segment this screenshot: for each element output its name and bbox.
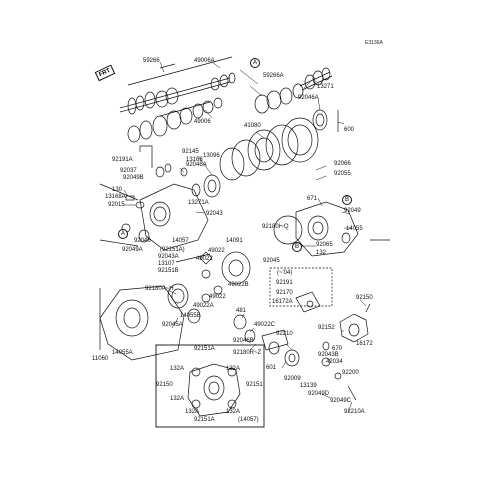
front-drive-shaft-right — [254, 67, 339, 132]
part-label: 13096 — [203, 153, 220, 159]
part-label: 92043A — [158, 254, 179, 260]
part-label: 92049B — [123, 175, 144, 181]
part-label: 671 — [307, 196, 318, 202]
part-label: 14055B — [180, 313, 201, 319]
part-label: 13271A — [188, 200, 209, 206]
reference-marker-b: B — [292, 242, 302, 252]
part-label: 92170 — [276, 290, 293, 296]
part-label: 670 — [332, 346, 343, 352]
part-label: 132A — [185, 409, 200, 415]
differential-center — [175, 251, 251, 303]
part-label: 14055 — [346, 226, 363, 232]
part-label: 14057 — [172, 238, 189, 244]
option-group-box — [269, 267, 333, 307]
rear-case-housing — [99, 283, 201, 361]
part-label: 92049D — [308, 391, 330, 397]
part-label: 49022C — [254, 322, 276, 328]
part-label: 92045A — [162, 322, 183, 328]
part-label: 92180I~Q — [262, 224, 289, 230]
part-label: 92046B — [233, 338, 254, 344]
part-label: 92065 — [316, 242, 333, 248]
part-label: 92046 — [134, 238, 151, 244]
part-label: 92151 — [246, 382, 263, 388]
part-label: 49022 — [196, 256, 213, 262]
part-label: (~'04) — [277, 270, 293, 276]
part-label: 49006A — [194, 58, 215, 64]
front-case-left — [99, 183, 209, 251]
part-label: 92150 — [356, 295, 373, 301]
part-label: 49022 — [209, 294, 226, 300]
part-label: 41080 — [244, 123, 261, 129]
part-label: 92043B — [318, 352, 339, 358]
part-label: 92049A — [122, 247, 143, 253]
subassembly-box — [155, 344, 265, 428]
pinion-gear-set — [233, 314, 300, 367]
part-label: 130 — [112, 187, 123, 193]
part-label: 132A — [170, 396, 185, 402]
part-label: 600 — [344, 127, 355, 133]
part-label: 59266 — [143, 58, 160, 64]
leader-lines — [123, 61, 367, 413]
part-label: (14057) — [238, 417, 259, 423]
part-label: 92049 — [344, 208, 361, 214]
part-label: 132 — [316, 250, 327, 256]
part-label: 49022 — [208, 248, 225, 254]
part-label: 92145 — [182, 149, 199, 155]
part-label: 14091 — [226, 238, 243, 244]
part-label: (92151A) — [160, 247, 185, 253]
part-label: 92210 — [276, 331, 293, 337]
reference-marker-a: A — [250, 58, 260, 68]
part-label: 92045 — [263, 258, 280, 264]
part-label: 92015 — [108, 202, 125, 208]
part-label: 16172A — [272, 299, 293, 305]
part-label: 92180A~H — [145, 286, 174, 292]
part-label: 92066 — [334, 161, 351, 167]
reference-marker-a: A — [118, 229, 128, 239]
part-label: 92151A — [194, 417, 215, 423]
part-label: 49006 — [194, 119, 211, 125]
diagram-code: E3136A — [365, 40, 383, 46]
part-label: 92150 — [156, 382, 173, 388]
part-label: 13107 — [158, 261, 175, 267]
part-label: 13271 — [317, 84, 334, 90]
front-drive-shaft-left — [119, 56, 236, 143]
part-label: 132A — [170, 366, 185, 372]
part-label: 92191 — [276, 280, 293, 286]
part-label: 49022A — [193, 303, 214, 309]
part-label: 59266A — [263, 73, 284, 79]
front-case-right — [273, 201, 390, 257]
part-label: 14055A — [112, 350, 133, 356]
part-label: 601 — [266, 365, 277, 371]
part-label: 481 — [236, 308, 247, 314]
part-label: 13168 — [186, 157, 203, 163]
part-label: 13139 — [300, 383, 317, 389]
part-label: 16172 — [356, 341, 373, 347]
part-label: 92043 — [206, 211, 223, 217]
part-label: 92055 — [334, 171, 351, 177]
part-label: 92046A — [298, 95, 319, 101]
part-label: 92049C — [330, 398, 352, 404]
part-label: 92046A — [186, 162, 207, 168]
part-label: 92191A — [112, 157, 133, 163]
part-label: 132A — [226, 409, 241, 415]
part-label: 92210A — [344, 409, 365, 415]
part-label: 42034 — [326, 359, 343, 365]
part-label: 92152 — [318, 325, 335, 331]
part-label: 92037 — [120, 168, 137, 174]
reference-marker-b: B — [342, 195, 352, 205]
part-label: 92180R~Z — [233, 350, 262, 356]
part-label: 11060 — [92, 356, 109, 362]
part-label: 92151A — [194, 346, 215, 352]
part-label: 132A — [226, 366, 241, 372]
part-label: 49022B — [228, 282, 249, 288]
part-label: 92200 — [342, 370, 359, 376]
part-label: 92009 — [284, 376, 301, 382]
part-label: 13168A — [105, 194, 126, 200]
part-label: 92151B — [158, 268, 179, 274]
